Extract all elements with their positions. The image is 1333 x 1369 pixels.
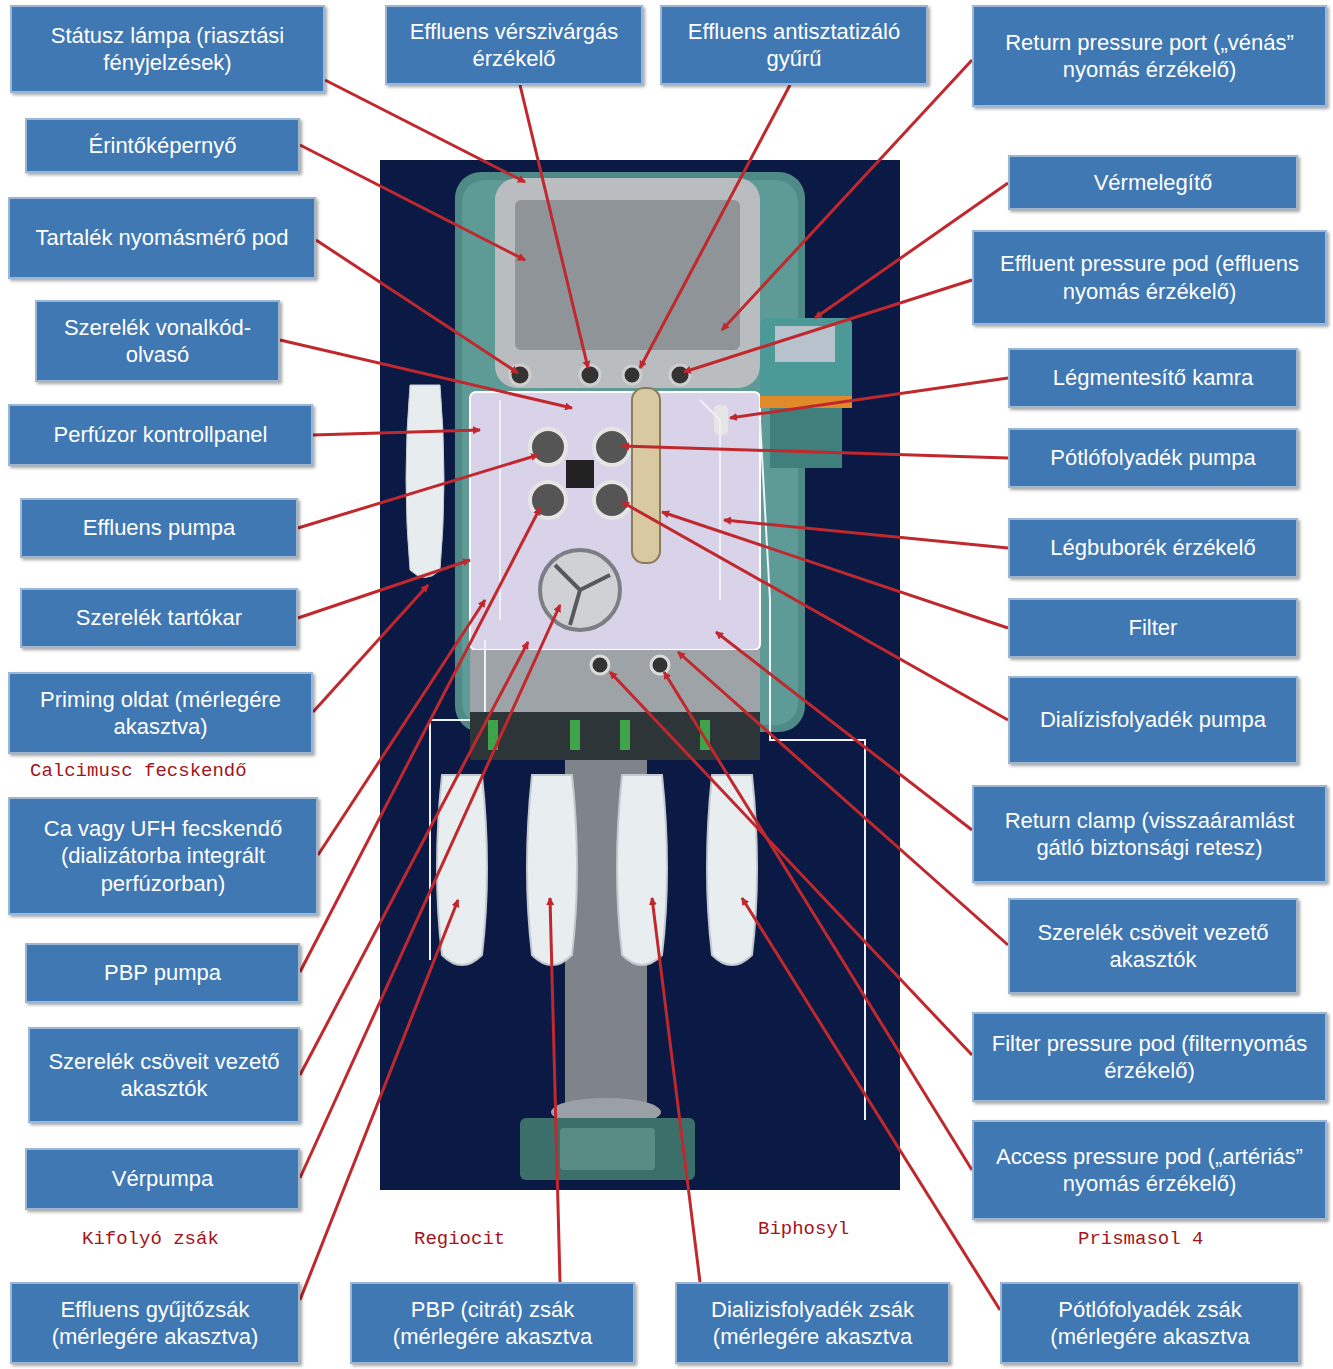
callout-box: Effluens pumpa [20,498,298,558]
callout-text: Ca vagy UFH fecskendő (dializátorba inte… [20,815,306,898]
callout-box: Vérmelegítő [1008,155,1298,210]
callout-box: Szerelék csöveit vezető akasztók [28,1027,300,1123]
callout-box: Pótlófolyadék zsák (mérlegére akasztva [1000,1282,1300,1364]
callout-text: Légbuborék érzékelő [1050,534,1255,562]
callout-box: PBP (citrát) zsák (mérlegére akasztva [350,1282,635,1364]
callout-text: Effluens pumpa [83,514,235,542]
callout-box: Perfúzor kontrollpanel [8,404,313,466]
callout-text: Pótlófolyadék pumpa [1050,444,1255,472]
callout-text: PBP (citrát) zsák (mérlegére akasztva [362,1296,623,1351]
callout-text: Dializisfolyadék zsák (mérlegére akasztv… [687,1296,938,1351]
callout-box: Ca vagy UFH fecskendő (dializátorba inte… [8,797,318,915]
callout-box: Légmentesítő kamra [1008,348,1298,408]
callout-box: Effluent pressure pod (effluens nyomás é… [972,230,1327,325]
callout-box: Access pressure pod („artériás” nyomás é… [972,1120,1327,1220]
callout-box: Szerelék vonalkód-olvasó [35,300,280,382]
callout-text: Return pressure port („vénás” nyomás érz… [984,29,1315,84]
callout-text: Státusz lámpa (riasztási fényjelzések) [22,22,313,77]
callout-box: Érintőképernyő [25,118,300,173]
callout-text: Szerelék vonalkód-olvasó [47,314,268,369]
callout-text: Effluens gyűjtőzsák (mérlegére akasztva) [22,1296,288,1351]
callout-box: Effluens gyűjtőzsák (mérlegére akasztva) [10,1282,300,1364]
callout-text: Perfúzor kontrollpanel [53,421,267,449]
callout-box: Dialízisfolyadék pumpa [1008,676,1298,764]
callout-text: Filter [1129,614,1178,642]
callout-box: Effluens antisztatizáló gyűrű [660,5,928,85]
callout-box: Return pressure port („vénás” nyomás érz… [972,5,1327,107]
callout-text: PBP pumpa [104,959,221,987]
callout-text: Tartalék nyomásmérő pod [35,224,288,252]
callout-box: Szerelék csöveit vezető akasztók [1008,898,1298,994]
callout-text: Access pressure pod („artériás” nyomás é… [984,1143,1315,1198]
callout-text: Effluens antisztatizáló gyűrű [672,18,916,73]
callout-box: Légbuborék érzékelő [1008,518,1298,578]
callout-text: Filter pressure pod (filternyomás érzéke… [984,1030,1315,1085]
bag-label: Prismasol 4 [1076,1228,1205,1250]
callout-box: Tartalék nyomásmérő pod [8,197,316,279]
callout-text: Szerelék csöveit vezető akasztók [1020,919,1286,974]
callout-box: PBP pumpa [25,943,300,1003]
callout-box: Szerelék tartókar [20,588,298,648]
callout-text: Szerelék csöveit vezető akasztók [40,1048,288,1103]
callout-text: Effluent pressure pod (effluens nyomás é… [984,250,1315,305]
callout-box: Pótlófolyadék pumpa [1008,428,1298,488]
callout-box: Effluens vérszivárgás érzékelő [385,5,643,85]
callout-text: Pótlófolyadék zsák (mérlegére akasztva [1012,1296,1288,1351]
callout-box: Priming oldat (mérlegére akasztva) [8,672,313,754]
callout-text: Vérpumpa [112,1165,214,1193]
callout-text: Szerelék tartókar [76,604,242,632]
callout-box: Státusz lámpa (riasztási fényjelzések) [10,5,325,93]
bag-label: Regiocit [412,1228,507,1250]
callout-text: Érintőképernyő [89,132,237,160]
callout-text: Légmentesítő kamra [1053,364,1254,392]
callout-box: Return clamp (visszaáramlást gátló bizto… [972,785,1327,883]
callout-box: Filter [1008,598,1298,658]
callout-text: Effluens vérszivárgás érzékelő [397,18,631,73]
callout-box: Filter pressure pod (filternyomás érzéke… [972,1012,1327,1102]
bag-label: Kifolyó zsák [80,1228,221,1250]
bag-label: Calcimusc fecskendő [28,760,249,782]
callout-box: Vérpumpa [25,1148,300,1210]
bag-label: Biphosyl [756,1218,851,1240]
callout-text: Return clamp (visszaáramlást gátló bizto… [984,807,1315,862]
callout-text: Vérmelegítő [1094,169,1213,197]
callout-box: Dializisfolyadék zsák (mérlegére akasztv… [675,1282,950,1364]
callout-text: Priming oldat (mérlegére akasztva) [20,686,301,741]
callout-text: Dialízisfolyadék pumpa [1040,706,1266,734]
